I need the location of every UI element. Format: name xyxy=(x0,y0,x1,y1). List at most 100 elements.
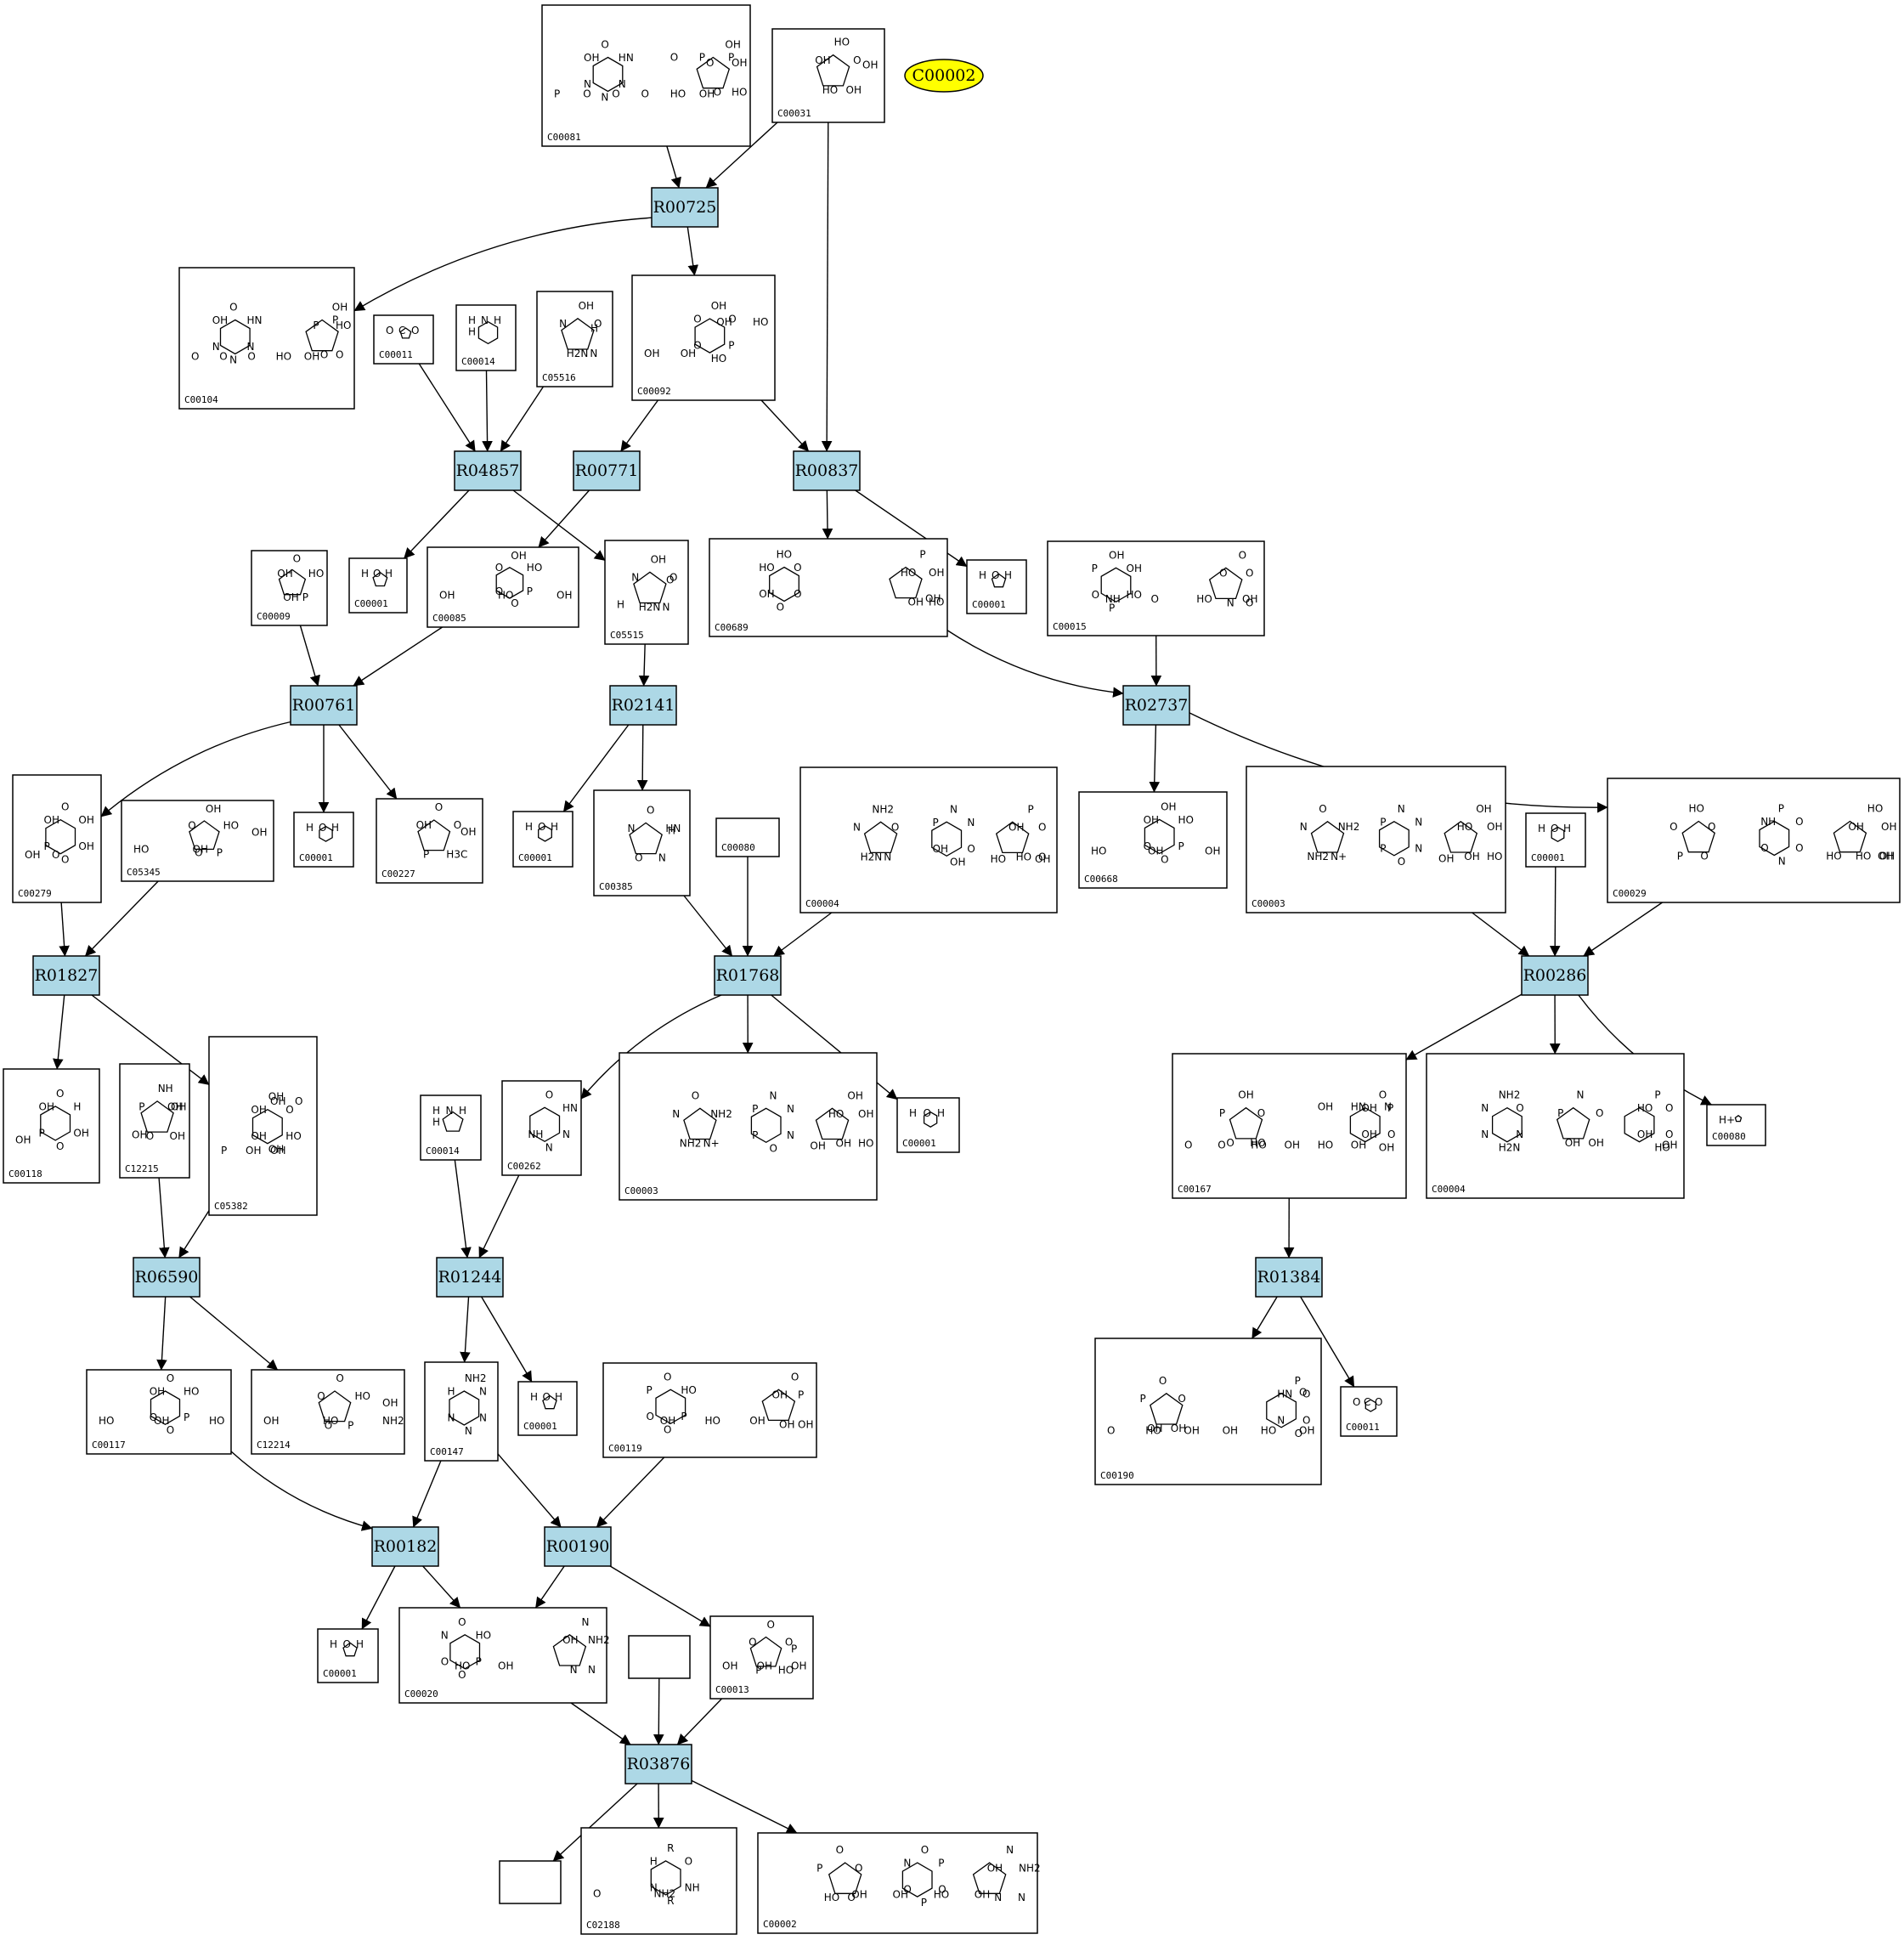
reaction-R00182[interactable]: R00182 xyxy=(371,1526,439,1567)
highlight-node[interactable]: C00002 xyxy=(904,59,984,93)
atom-label: P xyxy=(752,1129,758,1141)
atom-label: H xyxy=(1538,823,1545,834)
atom-label: OH xyxy=(73,1127,88,1139)
ring-bond xyxy=(372,571,388,587)
edge-C00009-R00761 xyxy=(299,625,320,687)
reaction-R01827[interactable]: R01827 xyxy=(32,955,100,996)
reaction-box xyxy=(793,450,861,491)
reaction-R02737[interactable]: R02737 xyxy=(1122,685,1190,726)
atom-label: O xyxy=(511,597,518,609)
reaction-R02141[interactable]: R02141 xyxy=(609,685,677,726)
atom-label: O xyxy=(992,569,999,581)
reaction-R00286[interactable]: R00286 xyxy=(1521,955,1589,996)
reaction-R06590[interactable]: R06590 xyxy=(133,1257,201,1298)
reaction-R00771[interactable]: R00771 xyxy=(573,450,641,491)
reaction-R00837[interactable]: R00837 xyxy=(793,450,861,491)
atom-label: O xyxy=(664,1371,671,1383)
ring-bond xyxy=(219,319,251,355)
reaction-R00725[interactable]: R00725 xyxy=(651,187,719,228)
atom-label: O xyxy=(938,1884,946,1896)
reaction-R03876[interactable]: R03876 xyxy=(624,1744,692,1784)
compound-empty[interactable] xyxy=(628,1635,691,1679)
compound-id-label: C00004 xyxy=(1432,1184,1466,1195)
compound-empty[interactable] xyxy=(499,1860,562,1904)
atom-label: HO xyxy=(527,562,542,574)
atom-label: OH xyxy=(1171,1422,1186,1434)
atom-label: HO xyxy=(1091,845,1106,857)
atom-label: OH xyxy=(810,1140,825,1151)
atom-label: OH xyxy=(304,351,319,363)
edge-R03876-C00002 xyxy=(691,1779,798,1834)
reaction-R00190[interactable]: R00190 xyxy=(544,1526,612,1567)
edge-C00004-R01768 xyxy=(773,912,833,957)
reaction-R00761[interactable]: R00761 xyxy=(290,685,358,726)
ring-bond xyxy=(1734,1114,1743,1123)
atom-label: H xyxy=(909,1107,917,1119)
atom-label: P xyxy=(1778,803,1784,815)
atom-label: P xyxy=(791,1643,797,1654)
atom-label: OH xyxy=(270,1095,285,1107)
compound-C00080[interactable]: H+C00080 xyxy=(1706,1104,1766,1146)
compound-box xyxy=(208,1036,318,1216)
reaction-box xyxy=(714,955,782,996)
atom-label: OH xyxy=(154,1415,169,1427)
compound-id-label: C05515 xyxy=(610,630,644,641)
reaction-R01384[interactable]: R01384 xyxy=(1255,1257,1323,1298)
reaction-R04857[interactable]: R04857 xyxy=(454,450,522,491)
reaction-label: R00182 xyxy=(374,1537,438,1556)
compound-box xyxy=(86,1369,232,1455)
reaction-R01244[interactable]: R01244 xyxy=(436,1257,504,1298)
atom-label: N xyxy=(994,1892,1002,1903)
atom-label: O xyxy=(1665,1128,1673,1140)
atom-label: O xyxy=(924,1107,931,1119)
reaction-R01768[interactable]: R01768 xyxy=(714,955,782,996)
compound-C00080[interactable]: C00080 xyxy=(715,817,780,857)
